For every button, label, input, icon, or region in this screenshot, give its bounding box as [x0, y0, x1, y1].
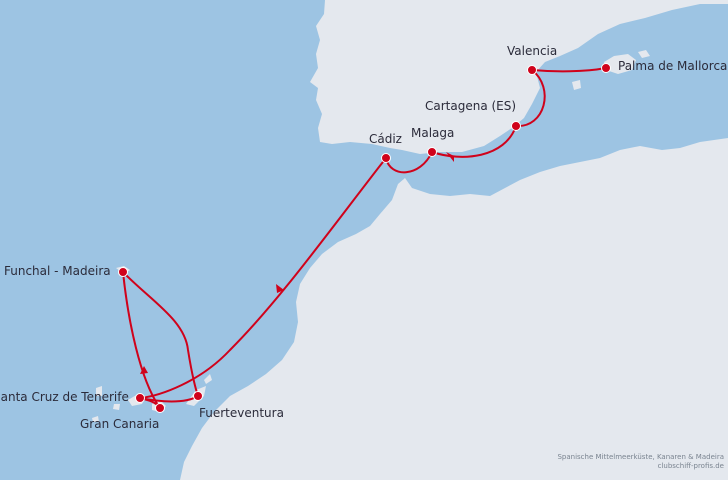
direction-arrow-icon — [140, 366, 148, 374]
direction-arrow-icon — [446, 152, 454, 162]
port-marker-cartagena[interactable] — [511, 121, 521, 131]
port-label-cartagena: Cartagena (ES) — [425, 99, 516, 113]
mallorca-island — [604, 54, 636, 74]
port-label-funchal: Funchal - Madeira — [4, 264, 111, 278]
port-label-gran-canaria: Gran Canaria — [80, 417, 159, 431]
iberia-land — [310, 0, 728, 154]
port-marker-malaga[interactable] — [427, 147, 437, 157]
el-hierro-island — [92, 416, 99, 422]
la-palma-island — [96, 386, 102, 396]
cruise-route — [122, 67, 607, 409]
lanzarote-island — [204, 374, 212, 384]
port-marker-cadiz[interactable] — [381, 153, 391, 163]
route-malaga-cadiz — [385, 151, 433, 174]
menorca-island — [638, 50, 650, 58]
port-label-tenerife: Santa Cruz de Tenerife — [0, 390, 129, 404]
direction-arrow-icon — [276, 284, 284, 293]
port-markers — [118, 63, 611, 413]
route-gran-canaria-funchal — [122, 271, 161, 409]
port-marker-gran-canaria[interactable] — [155, 403, 165, 413]
la-gomera-island — [113, 404, 120, 410]
port-label-cadiz: Cádiz — [369, 132, 402, 146]
route-palma-valencia — [531, 67, 607, 73]
ibiza-island — [572, 80, 581, 90]
port-label-valencia: Valencia — [507, 44, 557, 58]
route-funchal-fuerteventura — [122, 271, 199, 397]
route-cartagena-malaga — [431, 125, 517, 158]
map-credit-source: clubschiff-profis.de — [658, 462, 724, 470]
map-credit-title: Spanische Mittelmeerküste, Kanaren & Mad… — [557, 453, 724, 461]
port-label-malaga: Malaga — [411, 126, 454, 140]
route-cadiz-tenerife — [139, 157, 387, 399]
port-label-fuerteventura: Fuerteventura — [199, 406, 284, 420]
africa-land — [180, 138, 728, 480]
route-valencia-cartagena — [515, 69, 546, 128]
port-marker-funchal[interactable] — [118, 267, 128, 277]
port-marker-tenerife[interactable] — [135, 393, 145, 403]
port-label-palma: Palma de Mallorca — [618, 59, 727, 73]
port-marker-fuerteventura[interactable] — [193, 391, 203, 401]
port-marker-palma[interactable] — [601, 63, 611, 73]
port-marker-valencia[interactable] — [527, 65, 537, 75]
